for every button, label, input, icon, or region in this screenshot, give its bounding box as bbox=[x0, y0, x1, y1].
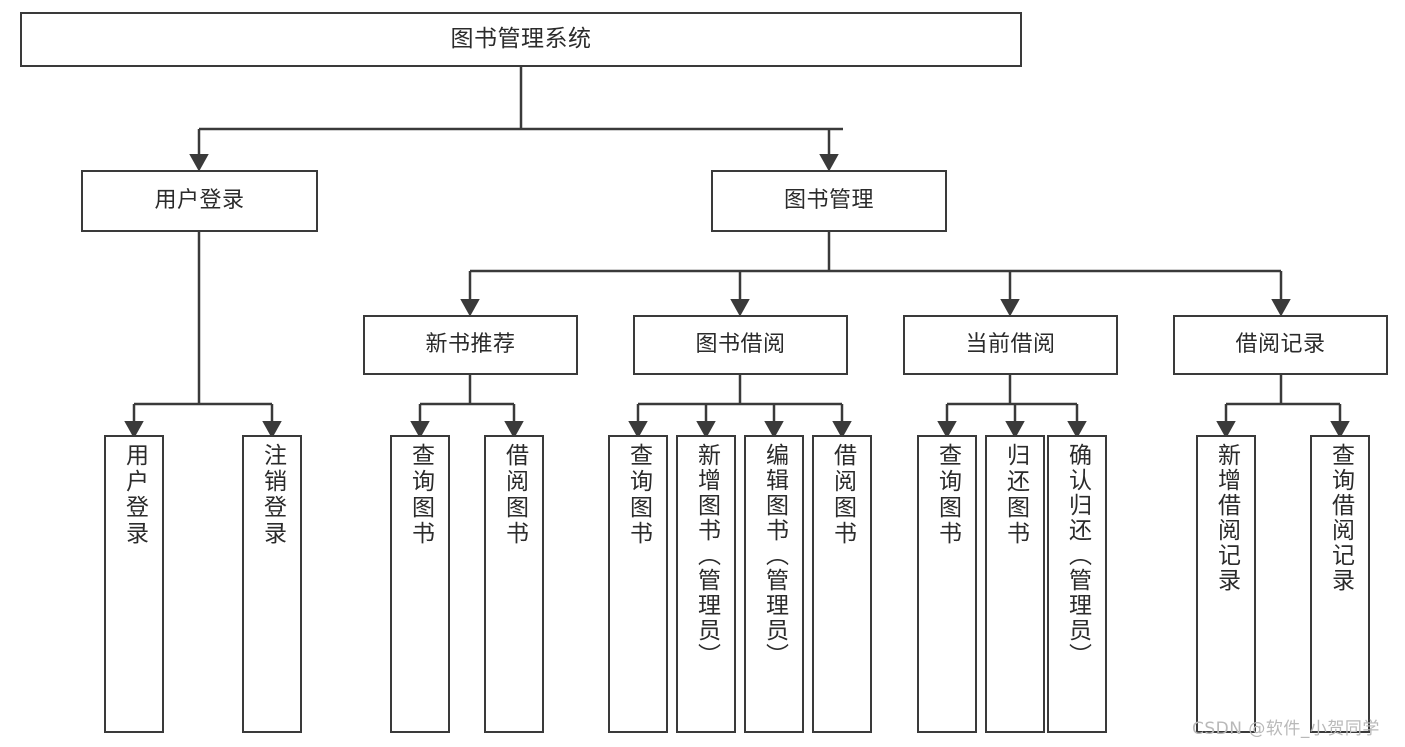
node-leaf-add-book-label: 新增图书（管理员） bbox=[693, 443, 720, 668]
node-leaf-add-record-label: 新增借阅记录 bbox=[1213, 443, 1240, 593]
node-leaf-borrow-book-2-label: 借阅图书 bbox=[829, 443, 856, 547]
node-leaf-query-record[interactable]: 查询借阅记录 bbox=[1310, 435, 1370, 733]
node-leaf-return-book[interactable]: 归还图书 bbox=[985, 435, 1045, 733]
node-leaf-query-book-3-label: 查询图书 bbox=[934, 443, 961, 547]
node-new-book-rec-label: 新书推荐 bbox=[425, 332, 516, 358]
node-leaf-query-book-2[interactable]: 查询图书 bbox=[608, 435, 668, 733]
node-leaf-confirm-return-label: 确认归还（管理员） bbox=[1064, 443, 1091, 668]
node-borrow-record[interactable]: 借阅记录 bbox=[1173, 315, 1388, 375]
node-user-login-label: 用户登录 bbox=[154, 188, 245, 214]
node-user-login[interactable]: 用户登录 bbox=[81, 170, 318, 232]
node-leaf-borrow-book-1-label: 借阅图书 bbox=[501, 443, 528, 547]
node-leaf-query-book-3[interactable]: 查询图书 bbox=[917, 435, 977, 733]
node-leaf-query-book-1-label: 查询图书 bbox=[407, 443, 434, 547]
node-current-borrow-label: 当前借阅 bbox=[965, 332, 1056, 358]
node-leaf-query-book-2-label: 查询图书 bbox=[625, 443, 652, 547]
node-book-borrow[interactable]: 图书借阅 bbox=[633, 315, 848, 375]
node-leaf-user-logout[interactable]: 注销登录 bbox=[242, 435, 302, 733]
node-current-borrow[interactable]: 当前借阅 bbox=[903, 315, 1118, 375]
node-leaf-edit-book[interactable]: 编辑图书（管理员） bbox=[744, 435, 804, 733]
node-leaf-borrow-book-1[interactable]: 借阅图书 bbox=[484, 435, 544, 733]
node-book-borrow-label: 图书借阅 bbox=[695, 332, 786, 358]
node-book-manage[interactable]: 图书管理 bbox=[711, 170, 947, 232]
node-book-manage-label: 图书管理 bbox=[783, 188, 874, 214]
node-root[interactable]: 图书管理系统 bbox=[20, 12, 1022, 67]
node-leaf-borrow-book-2[interactable]: 借阅图书 bbox=[812, 435, 872, 733]
node-leaf-query-book-1[interactable]: 查询图书 bbox=[390, 435, 450, 733]
node-leaf-edit-book-label: 编辑图书（管理员） bbox=[761, 443, 788, 668]
node-leaf-return-book-label: 归还图书 bbox=[1002, 443, 1029, 547]
node-leaf-query-record-label: 查询借阅记录 bbox=[1327, 443, 1354, 593]
node-borrow-record-label: 借阅记录 bbox=[1235, 332, 1326, 358]
node-leaf-user-logout-label: 注销登录 bbox=[259, 443, 286, 547]
node-leaf-confirm-return[interactable]: 确认归还（管理员） bbox=[1047, 435, 1107, 733]
node-leaf-add-book[interactable]: 新增图书（管理员） bbox=[676, 435, 736, 733]
csdn-watermark: CSDN @软件_小贺同学 bbox=[1192, 719, 1380, 739]
node-root-label: 图书管理系统 bbox=[450, 25, 592, 52]
node-new-book-rec[interactable]: 新书推荐 bbox=[363, 315, 578, 375]
node-leaf-add-record[interactable]: 新增借阅记录 bbox=[1196, 435, 1256, 733]
node-leaf-user-login[interactable]: 用户登录 bbox=[104, 435, 164, 733]
node-leaf-user-login-label: 用户登录 bbox=[121, 443, 148, 547]
